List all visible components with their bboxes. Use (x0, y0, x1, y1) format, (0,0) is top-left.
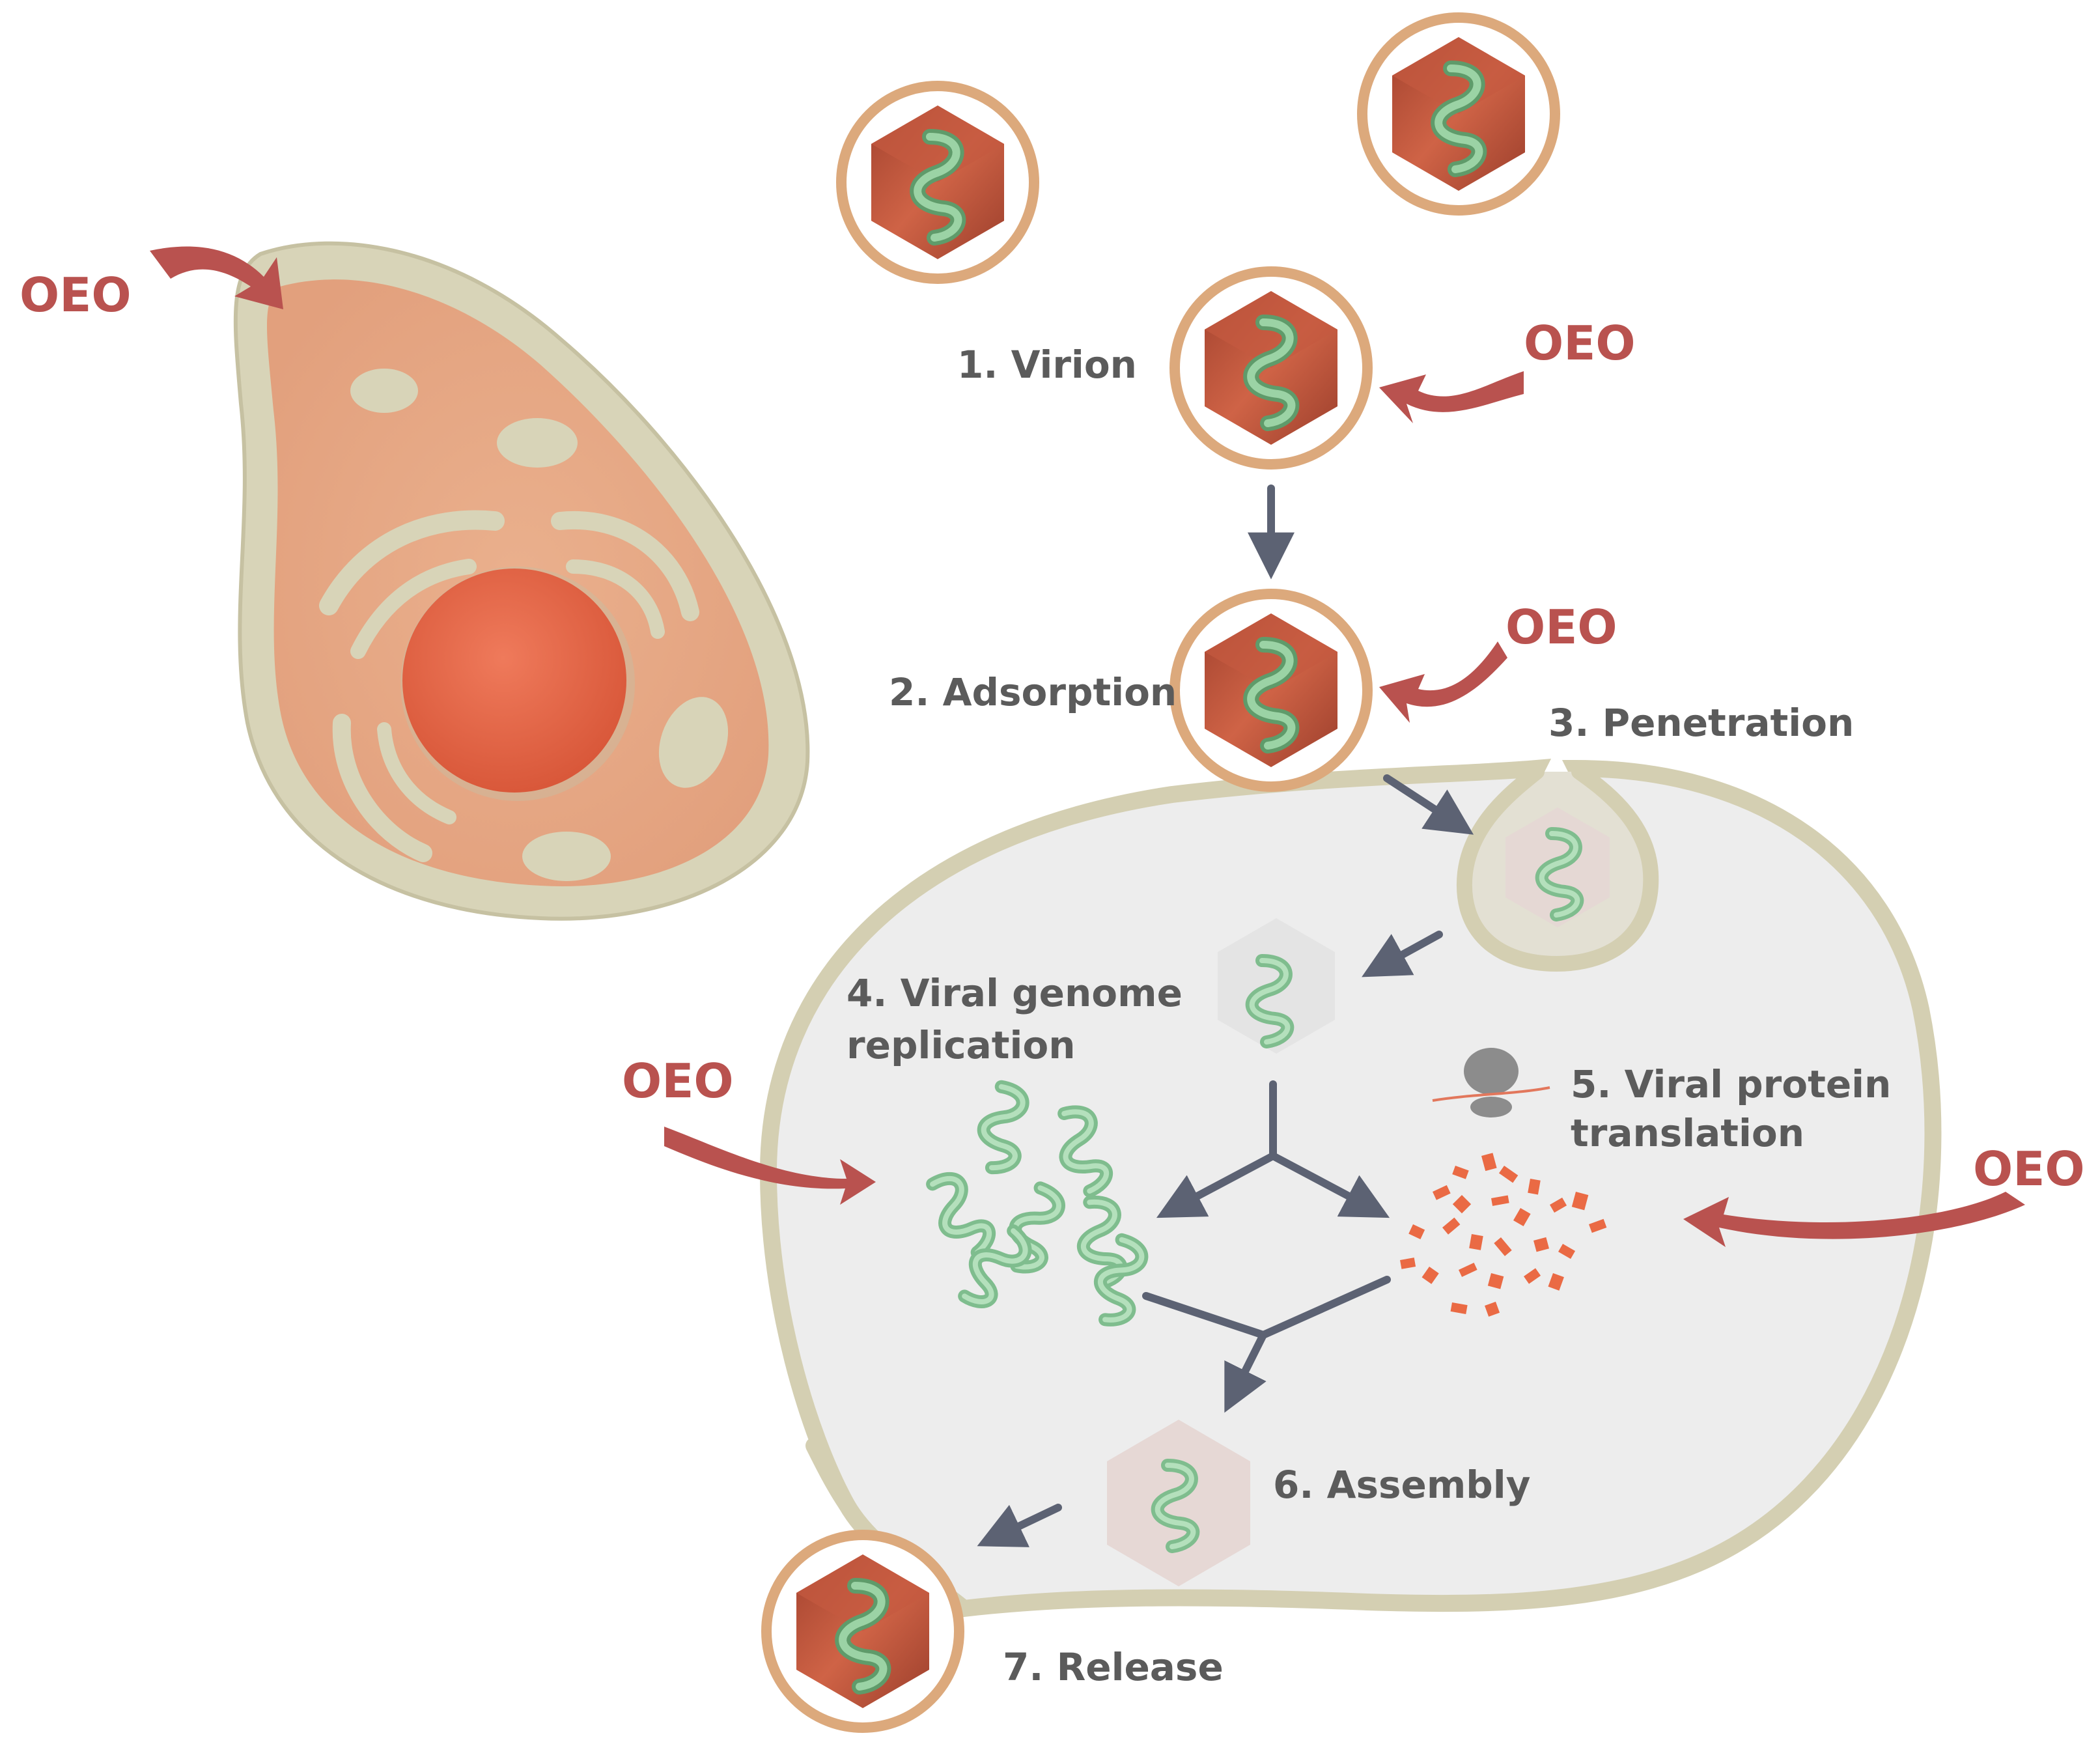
virion-icon (1362, 18, 1555, 210)
oeo-label: OEO (1524, 316, 1636, 371)
arrow-merge-left (1142, 1292, 1267, 1339)
oeo-label: OEO (20, 268, 132, 322)
arrow-to-assembly (1224, 1331, 1267, 1413)
er-membrane (319, 510, 505, 615)
arrow-to-uncoating (1362, 931, 1443, 977)
step-labels: 1. Virion 2. Adsorption 3. Penetration 4… (847, 343, 1891, 1689)
assembled-capsid (1107, 1420, 1250, 1586)
er-membrane (566, 559, 665, 639)
step-label-assembly: 6. Assembly (1273, 1463, 1531, 1507)
er-membrane (332, 714, 432, 862)
arrow-to-replication (1156, 1152, 1277, 1218)
virion-icon (841, 86, 1034, 279)
oeo-label: OEO (622, 1054, 734, 1108)
virion-icon (1175, 594, 1367, 787)
virion-icon (766, 1535, 959, 1728)
oeo-labels: OEO OEO OEO OEO OEO (20, 268, 2085, 1196)
process-arrows (977, 485, 1474, 1547)
organelle-vesicle (522, 832, 611, 881)
organelle-vesicle (497, 418, 578, 468)
er-membrane (551, 511, 699, 621)
arrow-merge-right (1259, 1276, 1391, 1339)
step-label-penetration: 3. Penetration (1548, 701, 1854, 745)
arrow-to-penetration (1383, 774, 1474, 835)
host-cell-uninfected (233, 241, 810, 921)
arrow-to-release (977, 1504, 1062, 1547)
er-membrane (350, 559, 477, 659)
ribosome-icon (1432, 1048, 1550, 1117)
arrow-to-translation (1269, 1152, 1390, 1218)
step-label-replication: 4. Viral genome (847, 971, 1183, 1015)
virion-icon (1175, 272, 1367, 464)
step-label-virion: 1. Virion (957, 343, 1137, 387)
endocytic-vesicle (1456, 764, 1659, 972)
curved-arrow-icon (150, 246, 2025, 1247)
uncoating-capsid (1218, 918, 1335, 1054)
step-label-replication-cont: replication (847, 1023, 1075, 1067)
nucleus (402, 569, 626, 793)
organelle-vesicle (658, 697, 729, 788)
protein-fragments-icon (1400, 1153, 1607, 1317)
oeo-label: OEO (1505, 600, 1617, 654)
oeo-label: OEO (1973, 1142, 2085, 1196)
step-label-release: 7. Release (1003, 1645, 1224, 1689)
step-label-translation-cont: translation (1571, 1111, 1804, 1155)
step-label-adsorption: 2. Adsorption (889, 670, 1177, 714)
step-label-translation: 5. Viral protein (1571, 1062, 1891, 1106)
er-membrane (377, 722, 456, 824)
organelle-vesicle (350, 369, 418, 413)
